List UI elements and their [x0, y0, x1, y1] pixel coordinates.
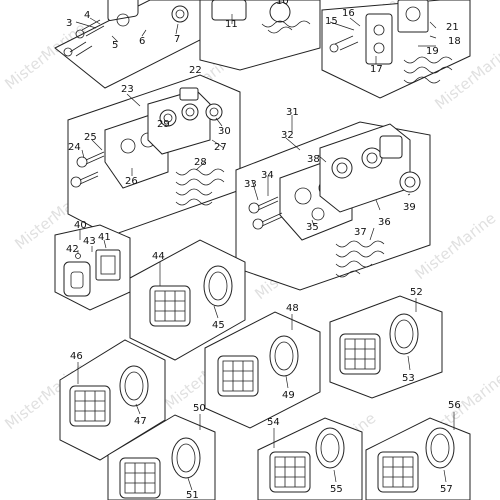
- label-49: 49: [282, 390, 295, 401]
- group-56: [365, 412, 471, 500]
- label-27: 27: [214, 142, 227, 153]
- label-32: 32: [281, 130, 294, 141]
- label-15: 15: [325, 16, 338, 27]
- group-54: [257, 417, 363, 500]
- group-top-middle: [199, 0, 321, 71]
- label-46: 46: [70, 351, 83, 362]
- group-52: [329, 295, 443, 399]
- label-43: 43: [83, 236, 96, 247]
- label-34: 34: [261, 170, 274, 181]
- part-number-labels: 3 4 5 6 7 10 11 15 16 17 18 19 21 22 23 …: [66, 0, 461, 500]
- label-42: 42: [66, 244, 79, 255]
- label-4: 4: [84, 10, 90, 21]
- label-41: 41: [98, 232, 111, 243]
- label-35: 35: [306, 222, 319, 233]
- label-26: 26: [125, 176, 138, 187]
- label-10: 10: [276, 0, 289, 7]
- label-22: 22: [189, 65, 202, 76]
- group-top-right: [321, 0, 471, 99]
- group-44: [129, 239, 246, 361]
- label-11: 11: [225, 19, 238, 30]
- label-47: 47: [134, 416, 147, 427]
- label-37: 37: [354, 227, 367, 238]
- label-23: 23: [121, 84, 134, 95]
- label-24: 24: [68, 142, 81, 153]
- group-22: [67, 74, 241, 237]
- label-39: 39: [403, 202, 416, 213]
- label-18: 18: [448, 36, 461, 47]
- group-top-left: [54, 0, 201, 89]
- label-29: 29: [157, 119, 170, 130]
- label-7: 7: [174, 34, 180, 45]
- label-45: 45: [212, 320, 225, 331]
- label-17: 17: [370, 64, 383, 75]
- label-57: 57: [440, 484, 453, 495]
- label-16: 16: [342, 8, 355, 19]
- label-55: 55: [330, 484, 343, 495]
- label-28: 28: [194, 157, 207, 168]
- label-38: 38: [307, 154, 320, 165]
- group-48: [204, 311, 321, 429]
- label-6: 6: [139, 36, 145, 47]
- group-50: [107, 414, 216, 500]
- label-48: 48: [286, 303, 299, 314]
- label-40: 40: [74, 220, 87, 231]
- label-21: 21: [446, 22, 459, 33]
- label-52: 52: [410, 287, 423, 298]
- label-5: 5: [112, 40, 118, 51]
- group-46: [59, 339, 166, 461]
- label-19: 19: [426, 46, 439, 57]
- label-56: 56: [448, 400, 461, 411]
- label-50: 50: [193, 403, 206, 414]
- label-3: 3: [66, 18, 72, 29]
- label-36: 36: [378, 217, 391, 228]
- label-25: 25: [84, 132, 97, 143]
- label-54: 54: [267, 417, 280, 428]
- label-33: 33: [244, 179, 257, 190]
- group-31: [235, 115, 431, 291]
- group-40: [54, 224, 131, 311]
- label-51: 51: [186, 490, 199, 500]
- label-31: 31: [286, 107, 299, 118]
- label-30: 30: [218, 126, 231, 137]
- label-53: 53: [402, 373, 415, 384]
- label-44: 44: [152, 251, 165, 262]
